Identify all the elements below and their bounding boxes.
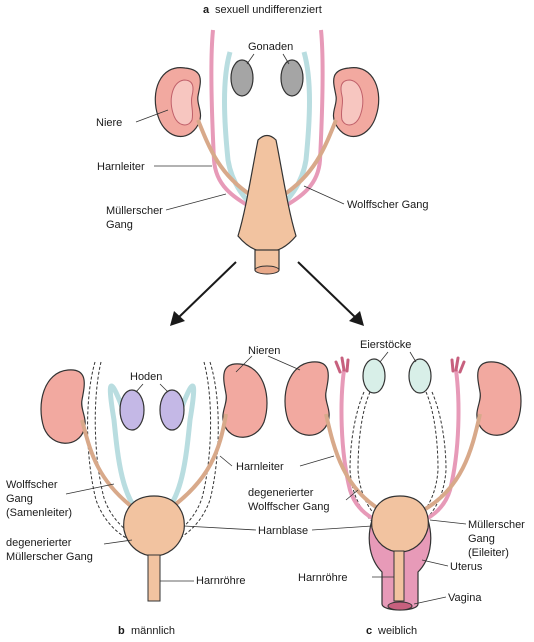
panel-c-letter: c (366, 625, 372, 637)
urethra-c (394, 551, 404, 601)
label-harnblase: Harnblase (258, 525, 308, 537)
leader-eierstoecke-left (380, 352, 388, 362)
label-wolff-b-1: Wolffscher (6, 479, 58, 491)
leader-eierstoecke-right (410, 352, 416, 362)
leader-mueller-c (430, 520, 466, 524)
label-degen-wolff-1: degenerierter (248, 487, 314, 499)
arrow-to-c (298, 262, 356, 318)
leader-hoden-left (136, 384, 143, 392)
label-harnroehre-b: Harnröhre (196, 575, 246, 587)
panel-b-title: männlich (131, 625, 175, 637)
label-mueller-c-1: Müllerscher (468, 519, 525, 531)
bladder-b (124, 496, 185, 556)
label-vagina: Vagina (448, 592, 482, 604)
label-harnleiter-a: Harnleiter (97, 161, 145, 173)
leader-harnblase-b (184, 526, 256, 530)
leader-degen-b (104, 540, 132, 544)
leader-uterus (422, 560, 448, 566)
leader-harnleiter-c (300, 456, 334, 466)
panel-b: Hoden Wolffscher Gang (Samenleiter) dege… (6, 362, 267, 637)
label-niere: Niere (96, 117, 122, 129)
panel-a: a sexuell undifferenziert Gonaden Niere … (96, 4, 429, 274)
label-mueller-c-2: Gang (468, 533, 495, 545)
label-eierstoecke: Eierstöcke (360, 339, 411, 351)
leader-nieren-c (268, 356, 300, 370)
leader-harnblase-c (312, 526, 372, 530)
kidney-c-left (285, 362, 329, 435)
label-muellerscher-a-line2: Gang (106, 219, 133, 231)
panel-c-title: weiblich (377, 625, 417, 637)
label-harnroehre-c: Harnröhre (298, 572, 348, 584)
label-nieren: Nieren (248, 345, 280, 357)
kidney-left-inner (171, 80, 193, 125)
leader-vagina (414, 597, 446, 604)
kidney-c-right (477, 362, 521, 435)
leader-gonaden-left (247, 54, 254, 64)
gonad-right (281, 60, 303, 96)
label-gonaden: Gonaden (248, 41, 293, 53)
gonad-left (231, 60, 253, 96)
kidney-right-inner (341, 80, 363, 125)
ureter-c-right (420, 414, 480, 512)
leader-wolff-a (304, 186, 344, 204)
label-degen-wolff-2: Wolffscher Gang (248, 501, 330, 513)
kidney-b-right (223, 364, 267, 437)
panel-a-title: sexuell undifferenziert (215, 4, 322, 16)
urogenital-outlet-rim (255, 266, 279, 274)
testis-right (160, 390, 184, 430)
leader-hoden-right (160, 384, 168, 392)
label-wolffscher-a: Wolffscher Gang (347, 199, 429, 211)
label-muellerscher-a-line1: Müllerscher (106, 205, 163, 217)
label-harnleiter-shared: Harnleiter (236, 461, 284, 473)
leader-harnleiter-b (220, 456, 232, 466)
urethra-b (148, 555, 160, 601)
label-degen-b-1: degenerierter (6, 537, 72, 549)
leader-wolff-b (66, 484, 114, 494)
label-hoden: Hoden (130, 371, 162, 383)
panel-b-letter: b (118, 625, 125, 637)
vagina-opening (388, 602, 412, 610)
ovary-right (409, 359, 431, 393)
arrow-to-b (178, 262, 236, 318)
panel-c: Eierstöcke Müllerscher Gang (Eileiter) U… (285, 339, 525, 637)
testis-left (120, 390, 144, 430)
label-uterus: Uterus (450, 561, 483, 573)
kidney-b-left (41, 370, 85, 443)
label-wolff-b-2: Gang (6, 493, 33, 505)
panel-a-letter: a (203, 4, 210, 16)
bladder-c (372, 496, 429, 552)
leader-mueller-a (166, 194, 226, 210)
ovary-left (363, 359, 385, 393)
label-degen-b-2: Müllerscher Gang (6, 551, 93, 563)
label-mueller-c-3: (Eileiter) (468, 547, 509, 559)
label-wolff-b-3: (Samenleiter) (6, 507, 72, 519)
